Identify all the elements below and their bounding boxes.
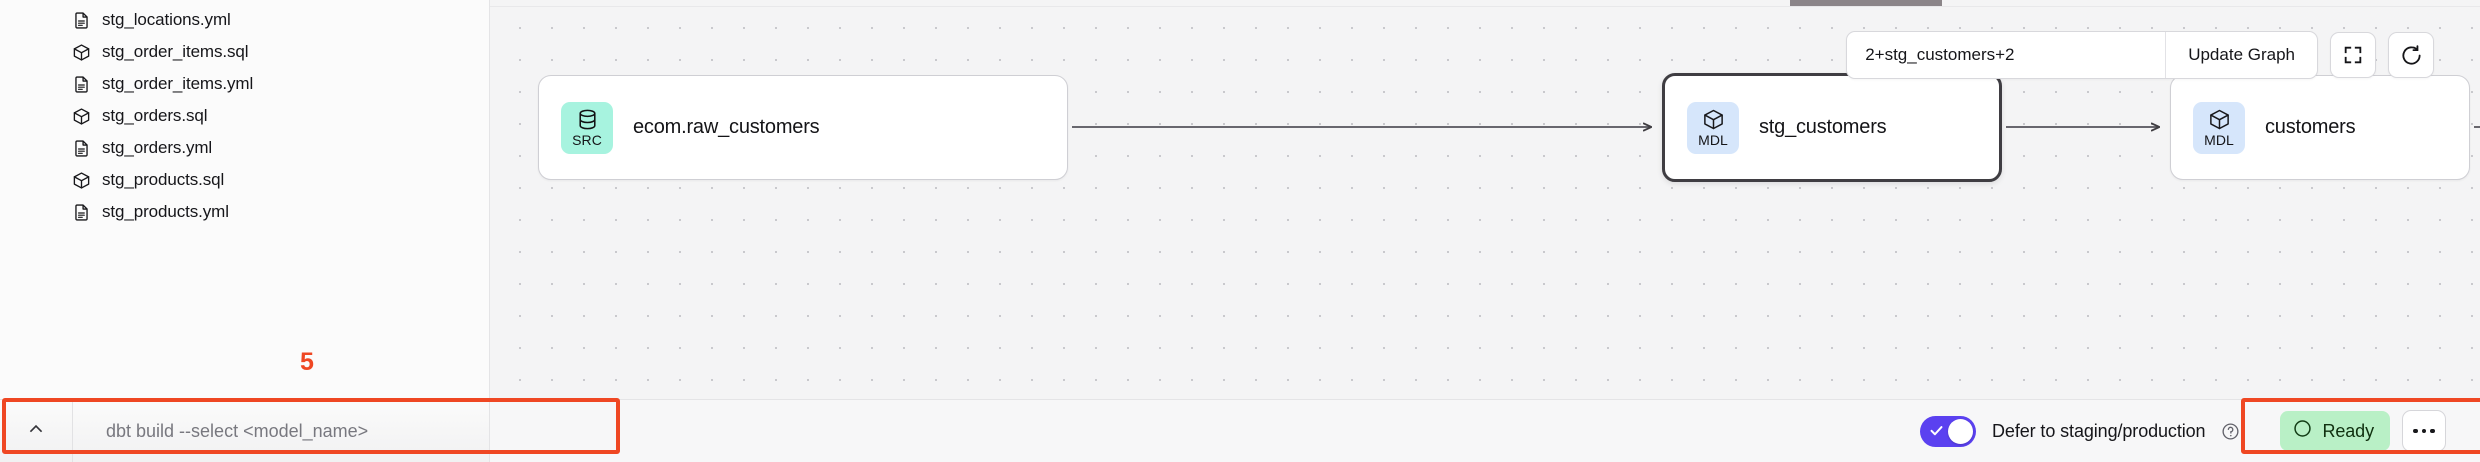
node-type-badge: SRC bbox=[561, 101, 613, 154]
status-group: Ready bbox=[2270, 402, 2456, 460]
file-explorer-sidebar: stg_locations.yml stg_order_items.sql st… bbox=[0, 0, 490, 399]
file-list-item[interactable]: stg_locations.yml bbox=[0, 4, 489, 36]
file-list-item[interactable]: stg_products.yml bbox=[0, 196, 489, 228]
lineage-node-title: stg_customers bbox=[1759, 116, 1887, 138]
fullscreen-button[interactable] bbox=[2330, 32, 2376, 78]
update-graph-button[interactable]: Update Graph bbox=[2166, 32, 2317, 78]
cube-sql-icon bbox=[72, 107, 91, 126]
selector-divider bbox=[2165, 32, 2167, 78]
refresh-graph-button[interactable] bbox=[2388, 32, 2434, 78]
lineage-node-title: ecom.raw_customers bbox=[633, 116, 820, 138]
more-options-button[interactable] bbox=[2402, 410, 2446, 452]
file-list-item[interactable]: stg_orders.yml bbox=[0, 132, 489, 164]
fullscreen-icon bbox=[2342, 44, 2364, 66]
cube-sql-icon bbox=[72, 171, 91, 190]
chevron-up-icon bbox=[26, 419, 46, 444]
lineage-node[interactable]: SRC ecom.raw_customers bbox=[538, 75, 1068, 180]
file-yml-icon bbox=[72, 75, 91, 94]
file-list-item-label: stg_products.yml bbox=[102, 202, 229, 221]
file-list-item-label: stg_locations.yml bbox=[102, 10, 231, 29]
cube-icon bbox=[2208, 108, 2231, 131]
lineage-node[interactable]: MDL customers bbox=[2170, 75, 2470, 180]
graph-toolbar: Update Graph bbox=[1846, 31, 2434, 79]
check-icon bbox=[1929, 423, 1944, 443]
file-list-item[interactable]: stg_order_items.yml bbox=[0, 68, 489, 100]
bottom-bar-right: Defer to staging/production bbox=[1906, 400, 2480, 462]
file-list-item-label: stg_orders.sql bbox=[102, 106, 208, 125]
node-badge-label: MDL bbox=[1698, 131, 1728, 148]
status-label: Ready bbox=[2322, 420, 2374, 441]
help-circle-icon[interactable] bbox=[2221, 422, 2240, 441]
more-horizontal-icon bbox=[2413, 428, 2435, 434]
defer-label: Defer to staging/production bbox=[1992, 420, 2206, 441]
file-list-item-label: stg_order_items.sql bbox=[102, 42, 249, 61]
toggle-knob bbox=[1948, 418, 1974, 444]
status-badge[interactable]: Ready bbox=[2280, 411, 2390, 451]
command-bar bbox=[0, 400, 490, 462]
bottom-bar-spacer bbox=[490, 400, 1906, 462]
lineage-canvas[interactable]: Update Graph bbox=[490, 0, 2480, 399]
file-list-item-label: stg_orders.yml bbox=[102, 138, 213, 157]
cube-icon bbox=[1702, 108, 1725, 131]
file-list-item-label: stg_order_items.yml bbox=[102, 74, 254, 93]
canvas-top-divider bbox=[490, 6, 2480, 7]
defer-group: Defer to staging/production bbox=[1906, 407, 2256, 456]
refresh-icon bbox=[2400, 44, 2423, 67]
dbt-command-input[interactable] bbox=[73, 400, 489, 462]
node-type-badge: MDL bbox=[1687, 101, 1739, 154]
defer-toggle[interactable] bbox=[1920, 415, 1977, 447]
cube-sql-icon bbox=[72, 43, 91, 62]
horizontal-scrollbar-thumb[interactable] bbox=[1790, 0, 1942, 6]
lineage-node-title: customers bbox=[2265, 116, 2356, 138]
file-list-item[interactable]: stg_orders.sql bbox=[0, 100, 489, 132]
file-list-item-label: stg_products.sql bbox=[102, 170, 225, 189]
file-yml-icon bbox=[72, 139, 91, 158]
file-list-item[interactable]: stg_order_items.sql bbox=[0, 36, 489, 68]
file-list: stg_locations.yml stg_order_items.sql st… bbox=[0, 0, 489, 228]
database-icon bbox=[576, 108, 599, 131]
graph-selector-group: Update Graph bbox=[1846, 31, 2318, 79]
graph-selector-input[interactable] bbox=[1847, 32, 2166, 78]
main-split: stg_locations.yml stg_order_items.sql st… bbox=[0, 0, 2480, 399]
node-badge-label: MDL bbox=[2204, 131, 2234, 148]
node-type-badge: MDL bbox=[2193, 101, 2245, 154]
bottom-bar: Defer to staging/production bbox=[0, 399, 2480, 462]
node-badge-label: SRC bbox=[572, 131, 602, 148]
file-yml-icon bbox=[72, 203, 91, 222]
lineage-graph: SRC ecom.raw_customers MDL stg_customers M… bbox=[538, 70, 2480, 250]
file-list-item[interactable]: stg_products.sql bbox=[0, 164, 489, 196]
command-bar-collapse-button[interactable] bbox=[0, 400, 73, 462]
status-circle-icon bbox=[2293, 419, 2312, 443]
lineage-node[interactable]: MDL stg_customers bbox=[1662, 73, 2002, 182]
file-yml-icon bbox=[72, 11, 91, 30]
